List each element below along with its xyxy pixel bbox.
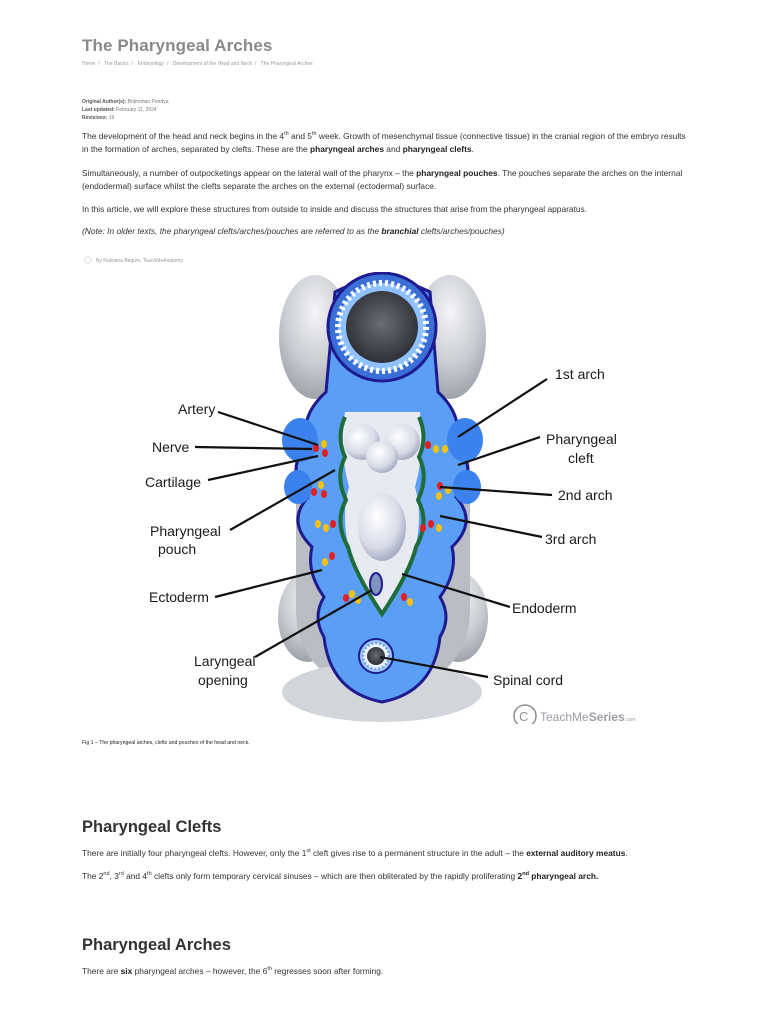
intro-paragraph-3: In this article, we will explore these s… <box>82 204 588 214</box>
image-credit: By Ruksana Begum, TeachMeAnatomy <box>96 258 183 264</box>
breadcrumb-embryology[interactable]: Embryology <box>137 61 164 67</box>
breadcrumb-current: The Pharyngeal Arches <box>260 61 313 67</box>
endoderm-lining <box>338 416 426 618</box>
teachme-logo: C TeachMeSeries.com <box>513 704 636 724</box>
camera-icon: ◯ <box>84 257 92 264</box>
label-cartilage: Cartilage <box>145 474 201 490</box>
note-paragraph: (Note: In older texts, the pharyngeal cl… <box>82 226 505 236</box>
author-name: Brijmohan Pandya <box>127 99 169 105</box>
laryngeal-opening-shape <box>369 572 383 596</box>
author-label: Original Author(s): <box>82 99 127 105</box>
updated-label: Last updated: <box>82 107 115 113</box>
section-heading-clefts: Pharyngeal Clefts <box>82 818 222 836</box>
arches-paragraph-1: There are six pharyngeal arches – howeve… <box>82 966 384 976</box>
pharyngeal-arches-diagram: Artery Nerve Cartilage Pharyngeal pouch … <box>145 272 636 724</box>
label-ectoderm: Ectoderm <box>149 589 209 605</box>
breadcrumb-head-neck[interactable]: Development of the Head and Neck <box>172 61 252 67</box>
label-laryngeal-2: opening <box>198 672 248 688</box>
spinal-cord-shape <box>358 638 394 674</box>
intro-paragraph-2: Simultaneously, a number of outpocketing… <box>82 168 683 191</box>
label-3rd-arch: 3rd arch <box>545 531 596 547</box>
figure-caption: Fig 1 – The pharyngeal arches, clefts an… <box>82 740 250 746</box>
clefts-paragraph-1: There are initially four pharyngeal clef… <box>82 848 628 858</box>
page-title: The Pharyngeal Arches <box>82 36 273 55</box>
arch-components <box>311 440 451 606</box>
label-endoderm: Endoderm <box>512 600 577 616</box>
label-artery: Artery <box>178 401 215 417</box>
svg-text:C: C <box>519 709 528 724</box>
intro-paragraph-1: The development of the head and neck beg… <box>82 131 686 154</box>
label-2nd-arch: 2nd arch <box>558 487 612 503</box>
leader-lines <box>194 378 553 679</box>
breadcrumb: Home/ The Basics/ Embryology/ Developmen… <box>82 61 313 67</box>
section-heading-arches: Pharyngeal Arches <box>82 936 231 954</box>
updated-date: February 11, 2024 <box>116 107 157 113</box>
article-meta: Original Author(s): Brijmohan Pandya Las… <box>82 98 169 122</box>
breadcrumb-basics[interactable]: The Basics <box>104 61 129 67</box>
label-pharyngeal-pouch-1: Pharyngeal <box>150 523 221 539</box>
revisions-label: Revisions: <box>82 115 108 121</box>
label-nerve: Nerve <box>152 439 190 455</box>
label-pharyngeal-cleft-2: cleft <box>568 450 594 466</box>
label-1st-arch: 1st arch <box>555 366 605 382</box>
label-pharyngeal-pouch-2: pouch <box>158 541 196 557</box>
label-spinal-cord: Spinal cord <box>493 672 563 688</box>
clefts-paragraph-2: The 2nd, 3rd and 4th clefts only form te… <box>82 871 599 881</box>
pharynx-cavity <box>342 412 422 612</box>
revisions-count: 19 <box>108 115 115 121</box>
breadcrumb-home[interactable]: Home <box>82 61 96 67</box>
neural-tube-top <box>326 272 438 383</box>
label-laryngeal-1: Laryngeal <box>194 653 256 669</box>
label-pharyngeal-cleft-1: Pharyngeal <box>546 431 617 447</box>
svg-text:TeachMeSeries.com: TeachMeSeries.com <box>540 710 636 724</box>
